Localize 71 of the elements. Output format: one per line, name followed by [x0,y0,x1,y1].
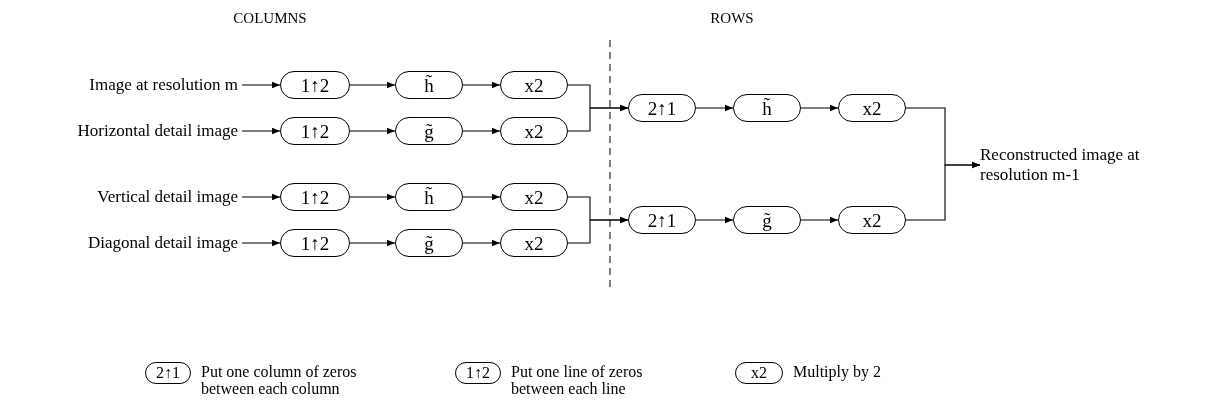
arrow [567,216,629,244]
input-label: Image at resolution m [89,75,238,95]
operator-text: g̃ [762,210,772,230]
arrow [349,193,396,201]
operator-text: 2↑1 [156,365,180,381]
operator-text: h̃ [424,75,434,95]
operator-text: x2 [751,365,767,381]
operator-box [735,362,783,384]
operator-box [628,206,696,234]
operator-text: x2 [524,121,544,141]
legend-description: Multiply by 2 [793,364,882,381]
arrow [349,239,396,247]
input-label: Reconstructed image at resolution m-1 [980,145,1141,185]
section-heading: COLUMNS [233,10,307,27]
arrow [905,161,981,221]
operator-box [280,183,350,211]
operator-box [395,117,463,145]
operator-text: 1↑2 [300,233,330,253]
arrow [462,239,501,247]
operator-box [500,117,568,145]
arrow [462,81,501,89]
operator-text: g̃ [424,233,434,253]
operator-text: 2↑1 [647,210,677,230]
operator-box [628,94,696,122]
arrow [695,216,734,224]
legend-description: Put one line of zeros between each line [511,364,644,398]
operator-text: h̃ [762,98,772,118]
operator-box [395,229,463,257]
input-label: Vertical detail image [97,187,238,207]
operator-box [280,71,350,99]
operator-text: x2 [524,233,544,253]
operator-text: g̃ [424,121,434,141]
operator-text: 1↑2 [300,75,330,95]
section-heading: ROWS [710,10,754,27]
arrow [241,81,281,89]
legend-description: Put one column of zeros between each column [201,364,358,398]
operator-box [500,71,568,99]
operator-text: x2 [862,210,882,230]
operator-box [733,94,801,122]
operator-text: 1↑2 [300,121,330,141]
arrow [695,104,734,112]
operator-text: h̃ [424,187,434,207]
operator-box [395,183,463,211]
arrow [800,216,839,224]
arrow [462,127,501,135]
operator-box [280,229,350,257]
operator-box [500,183,568,211]
operator-box [455,362,501,384]
operator-text: x2 [862,98,882,118]
operator-box [145,362,191,384]
arrow [349,127,396,135]
operator-box [838,94,906,122]
arrow [567,104,629,132]
arrow [241,127,281,135]
arrow [462,193,501,201]
arrow [241,193,281,201]
operator-text: x2 [524,75,544,95]
operator-box [500,229,568,257]
arrow [800,104,839,112]
operator-box [395,71,463,99]
input-label: Diagonal detail image [87,233,238,253]
arrow [349,81,396,89]
operator-box [733,206,801,234]
operator-box [280,117,350,145]
arrow [241,239,281,247]
operator-text: x2 [524,187,544,207]
operator-box [838,206,906,234]
operator-text: 1↑2 [300,187,330,207]
operator-text: 2↑1 [647,98,677,118]
input-label: Horizontal detail image [77,121,238,141]
operator-text: 1↑2 [466,365,490,381]
